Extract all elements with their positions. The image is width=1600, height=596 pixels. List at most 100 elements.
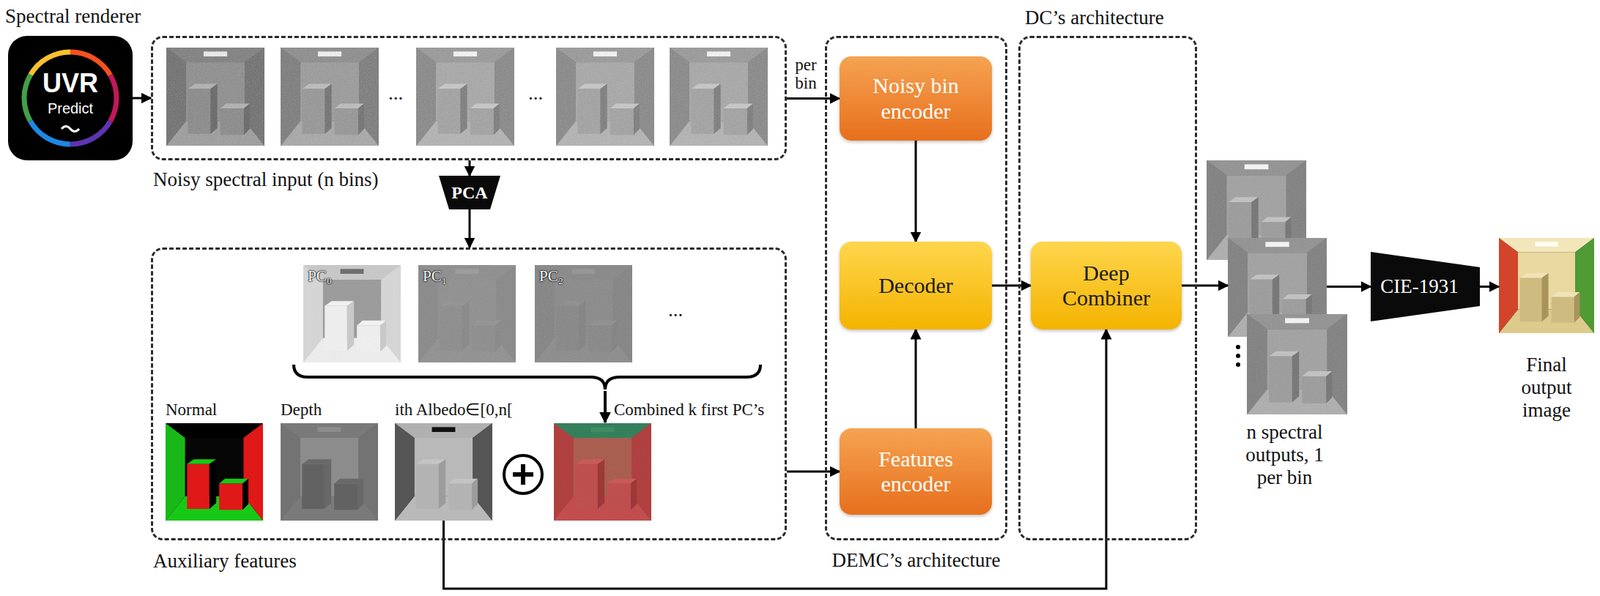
encoder-box: Features encoder: [839, 428, 992, 516]
box-label: Noisy bin encoder: [849, 73, 982, 124]
architecture-group: Deep CombinerDC’s architecture: [1018, 35, 1198, 541]
flow-arrow: [786, 97, 840, 100]
pc-image: PC₁: [418, 265, 516, 363]
text-slot: ...: [373, 82, 418, 105]
text-slot: n spectral outputs, 1 per bin: [1231, 421, 1338, 490]
text-slot: Depth: [280, 400, 384, 420]
block-label: PCA: [451, 183, 488, 203]
output-image: [1246, 314, 1348, 415]
group-heading: DEMC’s architecture: [795, 549, 1037, 573]
stack-dot: [1235, 362, 1241, 368]
final-image: Final output image: [1498, 238, 1595, 334]
box-label: Decoder: [878, 273, 954, 299]
text-slot: Features encoder: [839, 428, 992, 516]
flow-arrow: [786, 471, 840, 474]
feature-images: [165, 423, 652, 521]
render-image: [166, 47, 265, 146]
text-slot: CIE-1931: [1370, 252, 1480, 322]
text-slot: Final output image: [1506, 353, 1587, 422]
text-slot: Auxiliary features: [153, 550, 491, 573]
cie-block: CIE-1931: [1370, 252, 1480, 322]
stack-dot: [1235, 345, 1241, 350]
text-slot: PCA: [438, 175, 501, 210]
text-slot: Predict: [8, 100, 133, 118]
feature-image: ith Albedo∈[0,n[: [394, 423, 493, 521]
renderer-logo: [8, 35, 133, 161]
logo-text: UVR: [8, 68, 133, 99]
text-slot: Deep Combiner: [1030, 241, 1182, 330]
plus-symbol: [504, 455, 543, 494]
render-image: [416, 47, 515, 146]
combined-pc-image: [553, 423, 652, 521]
input-group: Noisy spectral input (n bins): [150, 35, 787, 161]
pc-image: PC₀: [303, 265, 401, 363]
text-slot: PC₀: [307, 267, 389, 285]
text-slot: UVR: [8, 68, 133, 99]
text-slot: Combined k first PC’s: [613, 400, 834, 420]
text-slot: PC₂: [539, 267, 620, 285]
pc-image: [534, 265, 633, 363]
flow-arrow: [1479, 285, 1499, 288]
albedo-image: [394, 423, 493, 521]
group-heading: Auxiliary features: [153, 550, 491, 573]
decoder-box: Decoder: [839, 241, 992, 330]
trapezoid: [1370, 252, 1480, 322]
depth-image: [280, 423, 379, 521]
text-slot: ...: [653, 298, 698, 322]
text-slot: Spectral renderer: [5, 5, 240, 28]
pc-label: PC₂: [539, 267, 620, 285]
render-image: [669, 47, 768, 146]
architecture-group: Noisy bin encoderDecoderFeatures encoder…: [824, 35, 1008, 541]
normal-image: [165, 423, 264, 521]
image-label: Combined k first PC’s: [613, 400, 834, 420]
text-slot: DC’s architecture: [1024, 6, 1260, 30]
image-label: Depth: [280, 400, 384, 420]
logo-tile: [8, 35, 133, 161]
flow-arrow: [1181, 284, 1228, 288]
encoder-box: Noisy bin encoder: [839, 56, 992, 141]
output-stack: [1206, 160, 1348, 415]
flow-arrow: [468, 160, 472, 176]
feature-image: Normal: [165, 423, 264, 521]
pc-image: PC₂: [534, 265, 633, 363]
block-label: CIE-1931: [1380, 276, 1458, 299]
renderer-heading: Spectral renderer: [5, 5, 240, 28]
pca-block: PCA: [438, 175, 501, 210]
plus-bar: [520, 464, 526, 485]
brace-arrow: [603, 391, 607, 423]
logo-squiggle: [61, 126, 80, 132]
flow-arrow: [915, 140, 918, 242]
ellipsis-label: ...: [653, 298, 698, 322]
pc-image: [303, 265, 401, 363]
text-slot: Noisy spectral input (n bins): [153, 168, 491, 192]
curly-brace: [293, 364, 761, 390]
group-heading: DC’s architecture: [1024, 6, 1260, 30]
flow-arrow: [132, 97, 151, 100]
group-heading: Final output image: [1506, 353, 1587, 422]
flow-arrow: [468, 209, 472, 248]
combiner-box: Deep Combiner: [1030, 241, 1182, 330]
group-heading: n spectral outputs, 1 per bin: [1231, 421, 1338, 490]
pc-label: PC₁: [422, 267, 504, 285]
render-image: [280, 47, 379, 146]
box-label: Deep Combiner: [1041, 260, 1172, 312]
text-slot: ith Albedo∈[0,n[: [394, 400, 571, 420]
final-image: [1498, 238, 1595, 334]
pc-images: [303, 265, 633, 363]
group-heading: Noisy spectral input (n bins): [153, 168, 491, 192]
plus-circle: [504, 455, 543, 494]
feature-image: Combined k first PC’s: [553, 423, 652, 521]
text-slot: PC₁: [422, 267, 504, 285]
render-image: [556, 47, 655, 146]
image-label: ith Albedo∈[0,n[: [394, 400, 571, 420]
flow-arrow: [915, 329, 918, 429]
text-slot: per bin: [791, 55, 821, 94]
flow-arrow: [991, 284, 1031, 288]
text-slot: Noisy bin encoder: [839, 56, 992, 141]
ellipsis-label: ...: [513, 82, 558, 105]
feature-group: PC₀PC₁PC₂NormalDepthith Albedo∈[0,n[Comb…: [150, 247, 787, 541]
feature-image: Depth: [280, 423, 379, 521]
text-slot: Decoder: [839, 241, 992, 330]
